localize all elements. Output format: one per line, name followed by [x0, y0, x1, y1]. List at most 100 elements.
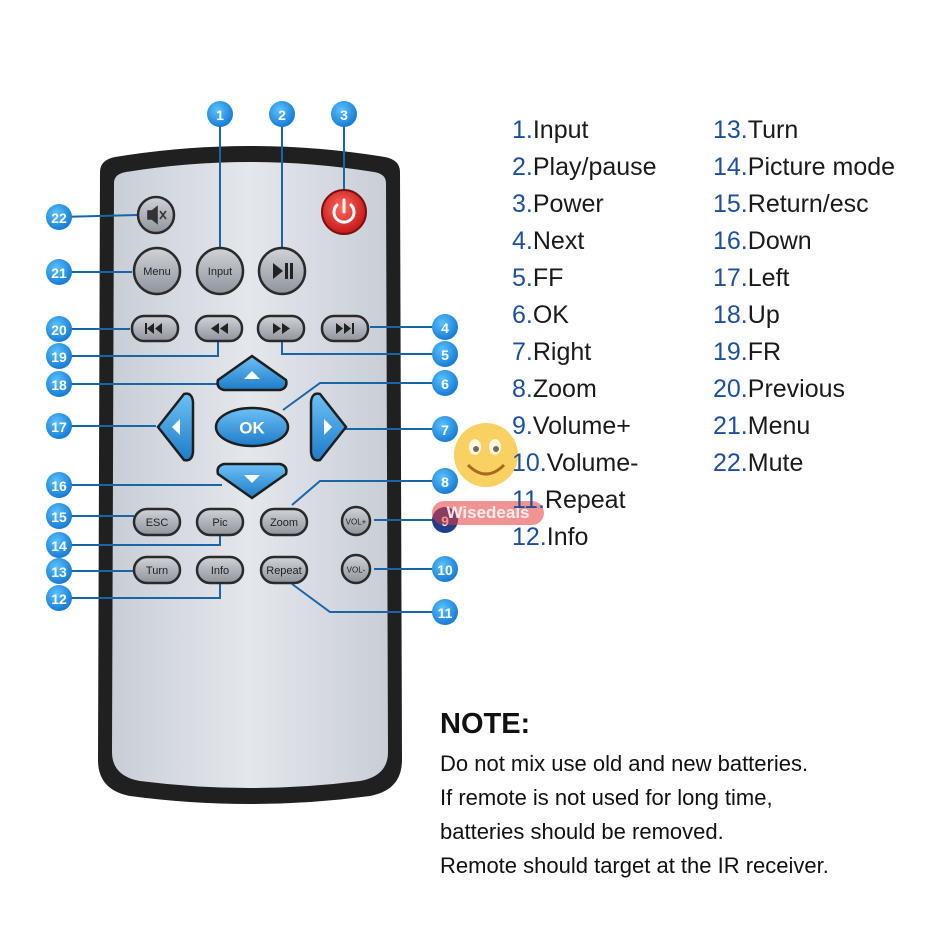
- zoom-button-label: Zoom: [270, 517, 298, 529]
- svg-text:19: 19: [51, 349, 67, 365]
- input-button[interactable]: Input: [195, 246, 245, 296]
- svg-text:5: 5: [441, 347, 449, 363]
- repeat-button[interactable]: Repeat: [259, 555, 309, 585]
- callout-18: 18: [46, 371, 72, 397]
- legend-item: 13.Turn: [713, 112, 895, 149]
- legend-item-number: 17.: [713, 264, 748, 292]
- legend-item: 21.Menu: [713, 408, 895, 445]
- next-button[interactable]: [320, 314, 370, 343]
- legend-item: 9.Volume+: [512, 408, 657, 445]
- legend-item-number: 5.: [512, 264, 533, 292]
- zoom-button[interactable]: Zoom: [259, 507, 309, 537]
- ok-button[interactable]: OK: [214, 406, 290, 448]
- svg-text:13: 13: [51, 564, 67, 580]
- note-line: If remote is not used for long time,: [440, 785, 773, 810]
- note-line: Remote should target at the IR receiver.: [440, 853, 829, 878]
- callout-20: 20: [46, 316, 72, 342]
- legend-item-number: 13.: [713, 116, 748, 144]
- mute-button[interactable]: [136, 195, 176, 235]
- callout-15: 15: [46, 503, 72, 529]
- right-button[interactable]: [309, 392, 348, 462]
- legend-item-number: 8.: [512, 375, 533, 403]
- turn-button[interactable]: Turn: [132, 555, 182, 585]
- legend-item-number: 14.: [713, 153, 748, 181]
- line-12: [59, 584, 221, 599]
- arrow-left-icon: [172, 419, 180, 435]
- legend-item: 20.Previous: [713, 371, 895, 408]
- legend-item-label: Mute: [747, 449, 804, 477]
- callout-10: 10: [432, 556, 458, 582]
- pic-button[interactable]: Pic: [195, 507, 245, 537]
- legend-item-number: 12.: [512, 523, 547, 551]
- legend-item: 22.Mute: [713, 445, 895, 482]
- line-22: [58, 214, 139, 218]
- legend-item-label: Input: [532, 116, 589, 144]
- legend-item: 4.Next: [512, 223, 657, 260]
- legend-item-label: Power: [532, 190, 604, 218]
- legend-item-number: 9.: [512, 412, 533, 440]
- svg-text:14: 14: [51, 538, 67, 554]
- left-button[interactable]: [156, 392, 195, 462]
- legend-item-label: Down: [747, 227, 812, 255]
- callout-5: 5: [432, 341, 458, 367]
- legend-item-number: 11.: [512, 486, 545, 514]
- legend-item-label: FR: [747, 338, 782, 366]
- callout-3: 3: [331, 101, 357, 127]
- callout-17: 17: [46, 413, 72, 439]
- rewind-icon: [211, 323, 228, 334]
- callout-12: 12: [46, 585, 72, 611]
- info-button-label: Info: [211, 565, 229, 577]
- info-button[interactable]: Info: [195, 555, 245, 585]
- legend-item-number: 20.: [713, 375, 748, 403]
- callout-14: 14: [46, 532, 72, 558]
- ff-button[interactable]: [256, 314, 306, 343]
- callout-2: 2: [269, 101, 295, 127]
- callout-21: 21: [46, 259, 72, 285]
- svg-text:3: 3: [340, 107, 348, 123]
- next-icon: [336, 323, 354, 334]
- arrow-up-icon: [244, 371, 260, 379]
- play-pause-button[interactable]: [257, 246, 307, 296]
- legend-item-label: Left: [747, 264, 790, 292]
- svg-text:4: 4: [441, 320, 449, 336]
- legend-item-label: Up: [747, 301, 780, 329]
- esc-button[interactable]: ESC: [132, 507, 182, 537]
- legend-item: 6.OK: [512, 297, 657, 334]
- legend-item-label: Right: [532, 338, 592, 366]
- power-button[interactable]: [321, 189, 367, 235]
- legend-item-number: 1.: [512, 116, 533, 144]
- callout-1: 1: [207, 101, 233, 127]
- legend-item: 8.Zoom: [512, 371, 657, 408]
- legend-item-label: Repeat: [544, 486, 626, 514]
- legend-item-number: 10.: [512, 449, 547, 477]
- svg-text:16: 16: [51, 478, 67, 494]
- svg-text:11: 11: [438, 605, 453, 621]
- vol-minus-button[interactable]: VOL-: [340, 553, 372, 585]
- legend-item-number: 7.: [512, 338, 533, 366]
- vol-plus-button[interactable]: VOL+: [340, 505, 372, 537]
- legend-item-number: 18.: [713, 301, 748, 329]
- legend-item-label: Return/esc: [747, 190, 869, 218]
- svg-text:1: 1: [216, 107, 224, 123]
- repeat-button-label: Repeat: [266, 565, 301, 577]
- svg-text:17: 17: [51, 419, 67, 435]
- svg-text:6: 6: [441, 376, 449, 392]
- down-button[interactable]: [216, 462, 288, 500]
- legend-item-label: Play/pause: [532, 153, 657, 181]
- svg-text:22: 22: [51, 210, 67, 226]
- up-button[interactable]: [216, 354, 288, 392]
- svg-text:8: 8: [441, 474, 449, 490]
- legend-item-label: Menu: [747, 412, 811, 440]
- legend-item-label: FF: [532, 264, 564, 292]
- legend-item: 2.Play/pause: [512, 149, 657, 186]
- fr-button[interactable]: [194, 314, 244, 343]
- legend-item-number: 6.: [512, 301, 533, 329]
- line-5: [281, 340, 445, 355]
- callout-6: 6: [432, 370, 458, 396]
- svg-text:12: 12: [51, 591, 67, 607]
- legend-item: 5.FF: [512, 260, 657, 297]
- previous-button[interactable]: [130, 314, 180, 343]
- menu-button[interactable]: Menu: [132, 246, 182, 296]
- legend-item-number: 22.: [713, 449, 748, 477]
